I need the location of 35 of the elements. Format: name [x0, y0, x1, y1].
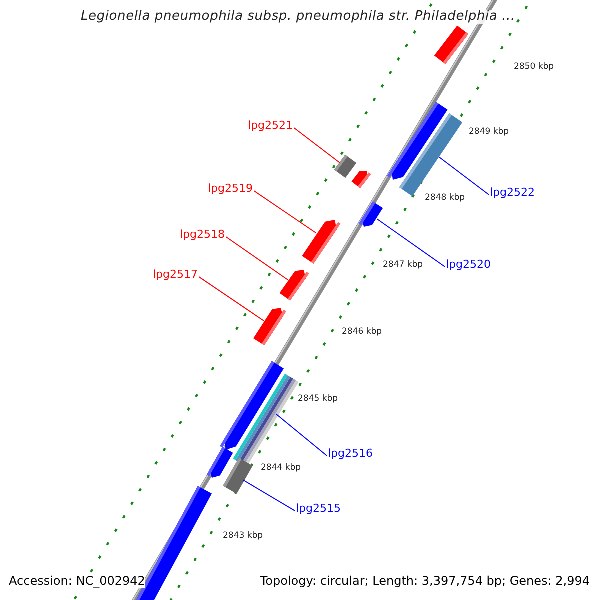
map-title: Legionella pneumophila subsp. pneumophila str. Philadelphia ... — [81, 10, 516, 24]
gene-block — [302, 220, 341, 264]
gene-label: lpg2518 — [180, 229, 226, 242]
scale-label: 2844 kbp — [261, 464, 302, 474]
scale-label: 2846 kbp — [342, 328, 382, 338]
gene-bar — [434, 26, 469, 64]
gene-label: lpg2516 — [328, 448, 374, 460]
gene-label: lpg2522 — [490, 187, 536, 200]
scale-label: 2850 kbp — [514, 63, 554, 72]
gene-block — [254, 308, 286, 346]
leader-line — [254, 190, 316, 234]
accession-text: Accession: NC_002942 — [9, 575, 146, 588]
leader-line — [226, 236, 288, 280]
scale-label: 2845 kbp — [298, 395, 338, 404]
gene-block — [206, 447, 234, 478]
gene-box — [334, 154, 357, 178]
scale-label: 2849 kbp — [469, 128, 510, 138]
leader-line — [198, 276, 264, 322]
gene-label: lpg2517 — [153, 269, 198, 282]
gene-label: lpg2520 — [446, 259, 492, 272]
leader-line — [242, 480, 296, 512]
genome-summary: Topology: circular; Length: 3,397,754 bp; Genes: 2,994 — [260, 575, 590, 588]
gene-block — [352, 171, 372, 188]
leader-line — [294, 127, 340, 164]
gene-block — [358, 202, 384, 227]
gene-label: lpg2515 — [296, 503, 342, 516]
gene-label: lpg2521 — [248, 120, 294, 132]
gene-block — [280, 270, 310, 301]
gene-label: lpg2519 — [208, 183, 254, 196]
scale-label: 2848 kbp — [425, 194, 466, 204]
scale-label: 2843 kbp — [223, 532, 264, 542]
leader-line — [438, 156, 490, 196]
leader-line — [376, 218, 446, 268]
gene-box — [223, 458, 253, 494]
scale-label: 2847 kbp — [383, 261, 424, 270]
